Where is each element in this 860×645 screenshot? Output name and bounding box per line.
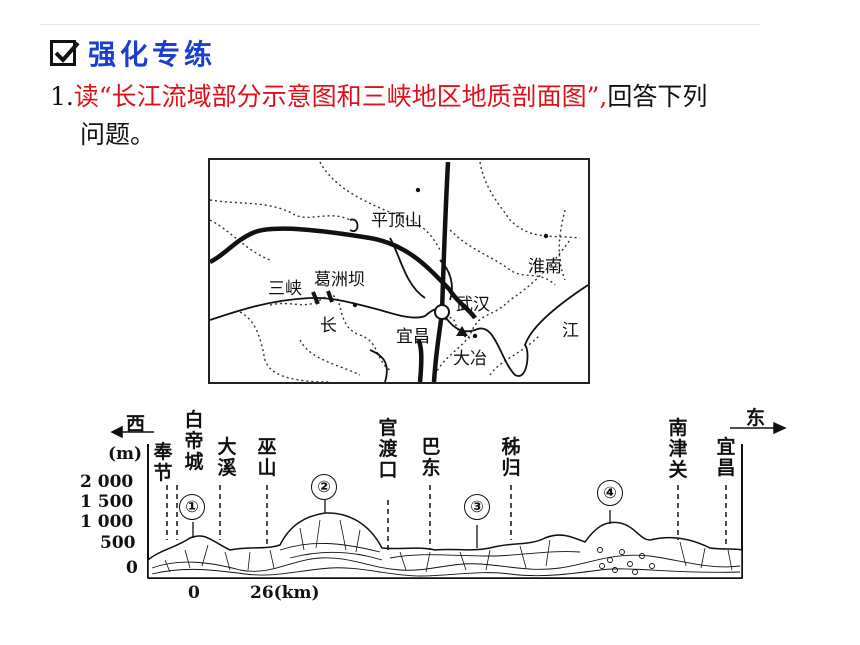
map-label-huainan: 淮南 (528, 257, 562, 277)
profile-east-label: 东 (746, 407, 766, 429)
place-fengjie: 奉节 (153, 441, 173, 484)
question-prompt-tail: 回答下列 (607, 82, 708, 111)
profile-unit: (m) (108, 444, 143, 464)
geologic-profile: 西 东 (m) 2 000 1 500 1 000 500 0 0 26(km)… (80, 400, 810, 610)
checkbox-icon (50, 40, 80, 66)
x-tick-0: 0 (188, 583, 200, 603)
place-zigui: 秭归 (501, 436, 521, 479)
x-tick-26km: 26(km) (250, 583, 320, 603)
place-wushan: 巫山 (257, 436, 277, 479)
map-label-jiang: 江 (562, 321, 579, 341)
y-tick-1500: 1 500 (80, 492, 134, 512)
map-label-wuhan: 武汉 (456, 295, 490, 315)
map-label-pingdingshan: 平顶山 (371, 211, 422, 231)
y-tick-1000: 1 000 (80, 512, 134, 532)
map-drawing (210, 161, 588, 382)
yangtze-map: 平顶山 淮南 三峡 葛洲坝 武汉 长 宜昌 江 大冶 (208, 158, 590, 384)
place-guandukou: 官渡口 (378, 417, 398, 481)
section-header: 强化专练 (50, 33, 216, 73)
map-label-gezhouba: 葛洲坝 (314, 270, 365, 290)
place-nanjinguan: 南津关 (668, 417, 688, 481)
y-tick-500: 500 (100, 533, 136, 553)
marker-3: ③ (464, 494, 490, 520)
map-label-yichang: 宜昌 (396, 327, 430, 347)
map-label-sanxia: 三峡 (268, 279, 302, 299)
profile-drawing (110, 421, 787, 579)
place-badong: 巴东 (421, 436, 441, 479)
marker-4: ④ (597, 480, 623, 506)
place-baidicheng: 白帝城 (184, 409, 204, 473)
y-tick-0: 0 (126, 558, 138, 578)
question-text: 1.读“长江流域部分示意图和三峡地区地质剖面图”,回答下列 问题。 (50, 78, 810, 154)
section-title: 强化专练 (88, 38, 217, 71)
marker-1: ① (179, 494, 205, 520)
map-label-daye: 大冶 (453, 349, 487, 369)
place-daxi: 大溪 (217, 436, 237, 479)
profile-west-label: 西 (126, 413, 146, 435)
question-line2: 问题。 (80, 120, 156, 149)
marker-2: ② (311, 474, 337, 500)
place-yichang: 宜昌 (716, 436, 736, 479)
question-prompt: 读“长江流域部分示意图和三峡地区地质剖面图”, (73, 82, 608, 111)
y-tick-2000: 2 000 (80, 472, 134, 492)
question-number: 1. (50, 82, 74, 111)
top-divider (40, 24, 760, 25)
map-label-chang: 长 (320, 316, 337, 336)
